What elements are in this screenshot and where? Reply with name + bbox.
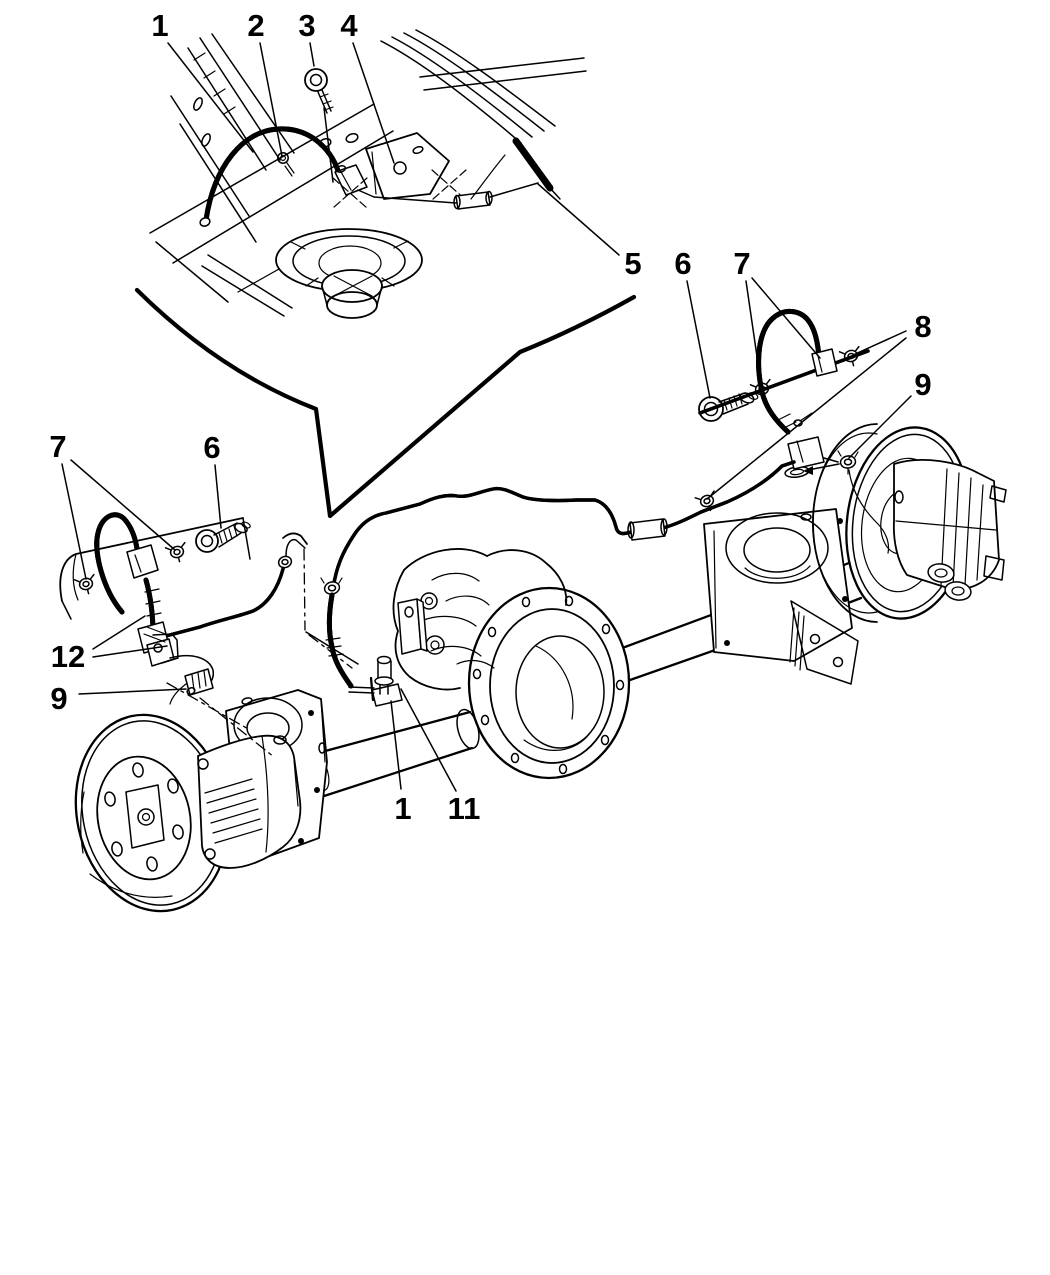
left-hose-bolt — [195, 521, 251, 553]
callout-leader-9-left — [78, 688, 187, 695]
axle-junction-fitting — [371, 598, 428, 707]
left-shock-plate — [59, 517, 251, 620]
callout-label-11: 11 — [448, 791, 481, 826]
hidden-line-guides — [166, 634, 353, 758]
right-hose-bolt — [698, 392, 759, 422]
callout-label-5: 5 — [624, 246, 641, 281]
mount-bracket — [332, 132, 467, 209]
left-brake-pipe — [141, 538, 306, 644]
callout-label-2: 2 — [247, 8, 264, 43]
right-brake-hose-assembly — [698, 311, 870, 470]
detail-bubble-outline — [134, 287, 637, 519]
callout-label-7-right: 7 — [733, 246, 750, 281]
detail-bubble — [134, 287, 637, 519]
callout-label-12: 12 — [51, 639, 85, 674]
callout-label-4: 4 — [340, 8, 358, 43]
center-bracket-plate — [282, 532, 359, 665]
right-backing-plate — [812, 423, 878, 623]
callout-label-6-left: 6 — [203, 430, 220, 465]
differential-cover — [467, 586, 631, 780]
callout-label-7-left: 7 — [49, 429, 66, 464]
left-brake-hose-assembly — [73, 515, 190, 637]
spare-tire-winch-cap — [275, 228, 423, 319]
callout-leader-8 — [706, 337, 907, 500]
callout-leader-4 — [352, 42, 395, 164]
chassis-frame-rails — [155, 33, 295, 317]
callout-leader-7-right — [745, 280, 762, 385]
pinion-housing — [392, 548, 631, 780]
hose-clip-nut — [164, 541, 190, 565]
callout-leader-1-main — [390, 700, 402, 790]
right-spring-perch — [703, 466, 859, 685]
callout-leader-9-right — [848, 395, 912, 459]
junction-bolt — [376, 655, 392, 665]
left-brake-rotor — [74, 713, 230, 913]
retainer-screw — [304, 68, 334, 114]
callout-leader-7-left — [70, 459, 176, 551]
callout-label-9-left: 9 — [50, 681, 67, 716]
inset-pipe-to-tank — [373, 182, 539, 210]
callout-label-6-right: 6 — [674, 246, 691, 281]
fuel-line-bundle — [380, 29, 561, 200]
callout-leader-3 — [323, 107, 334, 183]
hose-banjo-block — [787, 436, 825, 470]
callout-leader-7-left — [61, 463, 87, 580]
line-clamp — [512, 137, 554, 192]
center-brake-hose-drop — [325, 592, 375, 702]
callout-label-3: 3 — [298, 8, 315, 43]
callout-leader-8 — [852, 330, 907, 356]
left-junction-clips — [137, 621, 179, 667]
callout-leader-5 — [537, 183, 620, 256]
callout-label-9-right: 9 — [914, 367, 931, 402]
callout-leader-7-right — [751, 277, 821, 359]
hose-mount-screw — [277, 152, 295, 177]
callout-label-8: 8 — [914, 309, 931, 344]
callout-leader-12 — [92, 645, 168, 658]
left-brake-caliper — [197, 734, 302, 869]
callout-label-1-main: 1 — [394, 791, 411, 826]
axle-brake-pipe — [320, 460, 796, 595]
callout-leader-12 — [92, 615, 146, 650]
callout-leader-1-inset — [167, 42, 254, 153]
hose-fitting-block — [126, 544, 159, 579]
right-abs-sensor-fitting — [803, 450, 890, 554]
callout-label-1-inset: 1 — [151, 8, 168, 43]
callout-leader-6-right — [686, 280, 711, 399]
right-brake-caliper — [892, 458, 1007, 601]
callout-leader-3 — [309, 42, 315, 67]
callout-leader-11 — [400, 688, 457, 792]
left-abs-sensor-connector — [169, 654, 215, 705]
callout-leader-2 — [259, 42, 283, 157]
pipe-union — [277, 555, 293, 569]
callout-leader-6-left — [214, 464, 222, 529]
pipe-union — [629, 518, 666, 541]
